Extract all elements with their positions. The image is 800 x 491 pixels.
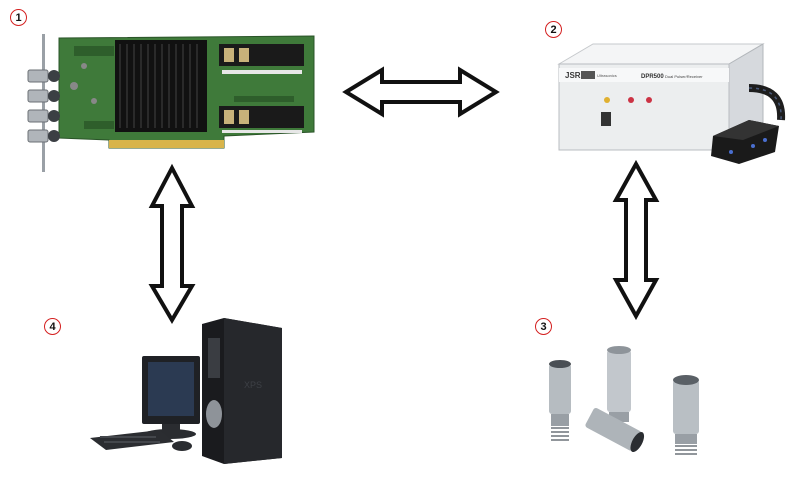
arrow-1-2 [342, 66, 500, 118]
model-desc-text: Dual Pulser/Receiver [665, 74, 703, 79]
node-badge-1: 1 [10, 9, 27, 26]
model-text: DPR500 [641, 74, 664, 80]
desktop-computer-image: XPS [86, 318, 296, 468]
transducers-image [537, 342, 727, 472]
node-badge-2: 2 [545, 21, 562, 38]
arrow-2-3 [612, 159, 660, 321]
tower-mark-text: XPS [244, 380, 262, 390]
brand-text: JSR [565, 71, 581, 80]
daq-card-image [14, 26, 324, 176]
arrow-1-4 [148, 163, 196, 324]
pulser-receiver-image: JSR Ultrasonics DPR500 Dual Pulser/Recei… [553, 40, 793, 170]
sub-brand-text: Ultrasonics [597, 73, 617, 78]
node-badge-3: 3 [535, 318, 552, 335]
node-badge-4: 4 [44, 318, 61, 335]
